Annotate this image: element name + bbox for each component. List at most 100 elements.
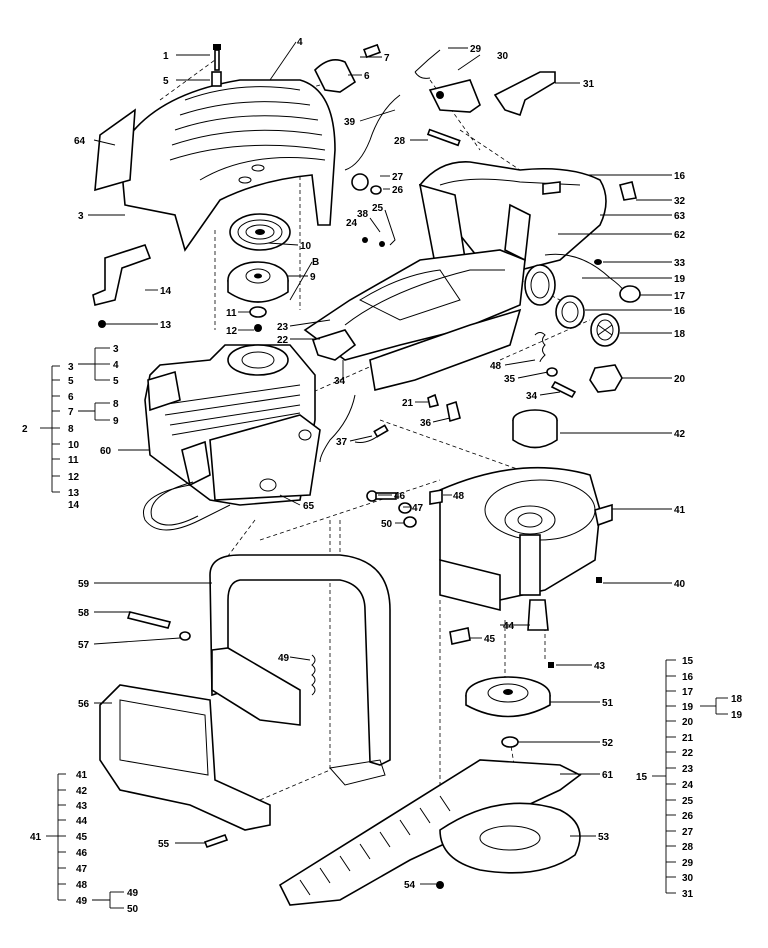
part-label-51: 51 [602, 698, 614, 709]
group-frame-item: 25 [682, 796, 694, 807]
group-frame-sub: 18 [731, 694, 743, 705]
part-label-6: 6 [364, 71, 370, 82]
group-frame-item: 29 [682, 858, 694, 869]
group-frame-item: 30 [682, 873, 694, 884]
group-engine-sub: 9 [113, 416, 119, 427]
group-frame-item: 21 [682, 733, 694, 744]
front-handle [209, 554, 391, 766]
group-handle-item: 42 [76, 786, 88, 797]
group-engine-labels: 2 3 5 6 7 8 10 11 12 13 14 3 4 5 8 9 [22, 344, 119, 511]
group-engine-item: 3 [68, 362, 74, 373]
group-handle-item: 46 [76, 848, 88, 859]
group-engine-item: 6 [68, 392, 74, 403]
engine-block [143, 344, 321, 531]
leader-lines [88, 41, 672, 885]
part-label-28: 28 [394, 136, 406, 147]
screw-set [366, 490, 417, 528]
cover-bracket [92, 244, 152, 306]
part-label-41: 41 [674, 505, 686, 516]
spring [414, 49, 441, 79]
part-label-46: 46 [394, 491, 406, 502]
clamp [427, 393, 440, 408]
grommet [351, 173, 369, 191]
part-label-65: 65 [303, 501, 315, 512]
group-frame-parent: 15 [636, 772, 648, 783]
part-label-48-b: 48 [453, 491, 465, 502]
part-label-17: 17 [674, 291, 686, 302]
group-engine-parent: 2 [22, 424, 28, 435]
screw [436, 881, 444, 889]
part-label-50: 50 [381, 519, 393, 530]
part-label-38: 38 [357, 209, 369, 220]
bracket-screw [98, 320, 106, 328]
part-label-31: 31 [583, 79, 595, 90]
part-label-5: 5 [163, 76, 169, 87]
group-frame-item: 31 [682, 889, 694, 900]
group-frame-item: 22 [682, 748, 694, 759]
part-label-36: 36 [420, 418, 432, 429]
group-handle-sub: 49 [127, 888, 139, 899]
part-label-40: 40 [674, 579, 686, 590]
group-handle-item: 44 [76, 816, 88, 827]
group-bracket-handle [46, 773, 124, 909]
part-label-24: 24 [346, 218, 358, 229]
group-handle-item: 48 [76, 880, 88, 891]
part-label-56: 56 [78, 699, 90, 710]
cover-screw [211, 44, 222, 87]
part-label-54: 54 [404, 880, 416, 891]
part-label-43: 43 [594, 661, 606, 672]
part-label-16-b: 16 [674, 306, 686, 317]
screw [550, 380, 577, 399]
group-handle-item: 41 [76, 770, 88, 781]
washer [179, 631, 191, 641]
screw [596, 577, 602, 583]
part-label-10: 10 [300, 241, 312, 252]
o-ring [555, 295, 585, 329]
stop-switch [446, 400, 461, 423]
part-label-63: 63 [674, 211, 686, 222]
group-engine-item: 11 [68, 455, 79, 466]
part-label-12: 12 [226, 326, 238, 337]
part-label-27: 27 [392, 172, 404, 183]
part-label-4: 4 [297, 37, 303, 48]
part-label-23: 23 [277, 322, 289, 333]
group-engine-item: 14 [68, 500, 80, 511]
cutter-blade [278, 759, 582, 906]
lockout-lever [493, 71, 556, 117]
washer [501, 736, 519, 748]
part-label-42: 42 [674, 429, 686, 440]
fuel-cap [590, 313, 620, 347]
pin [426, 128, 461, 147]
group-engine-item: 7 [68, 407, 74, 418]
part-number-labels: 1 4 7 29 30 5 6 31 64 39 28 16 27 26 32 … [74, 37, 686, 891]
group-handle-labels: 41 41 42 43 44 45 46 47 48 49 49 50 [30, 770, 139, 915]
part-label-25: 25 [372, 203, 384, 214]
hand-guard [99, 684, 386, 831]
part-label-44: 44 [503, 621, 515, 632]
group-frame-item: 17 [682, 687, 694, 698]
part-label-53: 53 [598, 832, 610, 843]
part-label-49: 49 [278, 653, 290, 664]
part-label-32: 32 [674, 196, 686, 207]
mount-bracket [311, 329, 357, 361]
group-frame-labels: 15 15 16 17 19 20 21 22 23 24 25 26 27 2… [636, 656, 743, 900]
group-handle-sub: 50 [127, 904, 139, 915]
group-handle-item: 45 [76, 832, 88, 843]
engine-cover [119, 79, 336, 252]
group-engine-item: 12 [68, 472, 80, 483]
part-label-11: 11 [226, 308, 237, 319]
throttle-wire [344, 94, 401, 171]
part-label-33: 33 [674, 258, 686, 269]
part-label-45: 45 [484, 634, 496, 645]
washer [249, 306, 267, 318]
part-label-30: 30 [497, 51, 509, 62]
blade-guard [439, 802, 581, 874]
part-label-34-b: 34 [526, 391, 538, 402]
bracket-clip [449, 627, 471, 645]
group-engine-item: 5 [68, 376, 74, 387]
part-label-1: 1 [163, 51, 169, 62]
group-handle-item: 43 [76, 801, 88, 812]
part-label-19: 19 [674, 274, 686, 285]
spring-small [369, 209, 396, 246]
